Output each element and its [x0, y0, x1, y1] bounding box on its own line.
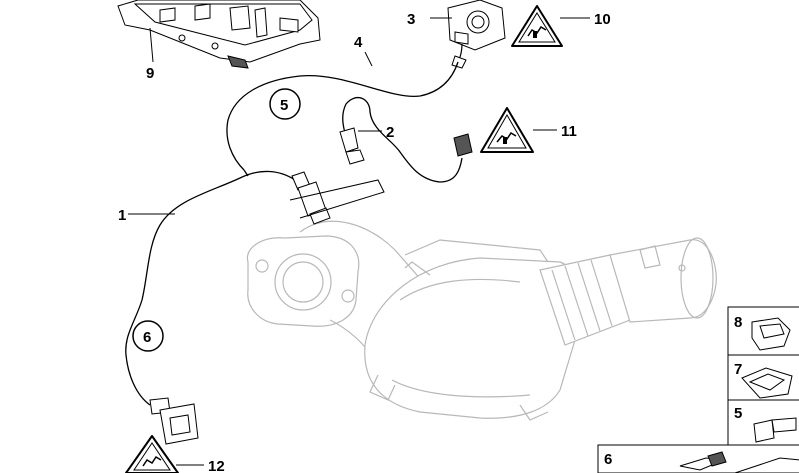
- parts-tile-6: 6: [597, 444, 799, 473]
- callout-3: 3: [407, 11, 415, 28]
- circled-callout-6: 6: [132, 320, 164, 352]
- svg-text:8: 8: [734, 314, 742, 331]
- parts-tile-8: 8: [727, 306, 799, 356]
- callout-4: 4: [354, 34, 363, 51]
- svg-text:6: 6: [143, 329, 151, 346]
- warning-icon-11: [480, 107, 534, 153]
- sensor-module-part-3: [447, 0, 506, 69]
- warning-icon-12: [125, 435, 179, 473]
- callout-9: 9: [146, 65, 154, 82]
- oxygen-sensor-part-2: [339, 96, 473, 183]
- parts-tile-7: 7: [727, 354, 799, 401]
- catalytic-converter-ghost: [246, 220, 717, 421]
- parts-tile-5: 5: [727, 399, 799, 446]
- callout-12: 12: [208, 458, 225, 473]
- callout-2: 2: [386, 124, 394, 141]
- svg-text:5: 5: [734, 405, 742, 422]
- svg-text:6: 6: [604, 451, 612, 468]
- callout-10: 10: [594, 11, 611, 28]
- wire-harness-part-4: [226, 61, 459, 171]
- bracket-part-9: [117, 0, 321, 69]
- circled-callout-5: 5: [269, 88, 301, 120]
- svg-text:5: 5: [280, 97, 288, 114]
- callout-1: 1: [118, 207, 126, 224]
- svg-text:7: 7: [734, 361, 742, 378]
- callout-11: 11: [561, 123, 577, 140]
- warning-icon-10: [511, 5, 563, 47]
